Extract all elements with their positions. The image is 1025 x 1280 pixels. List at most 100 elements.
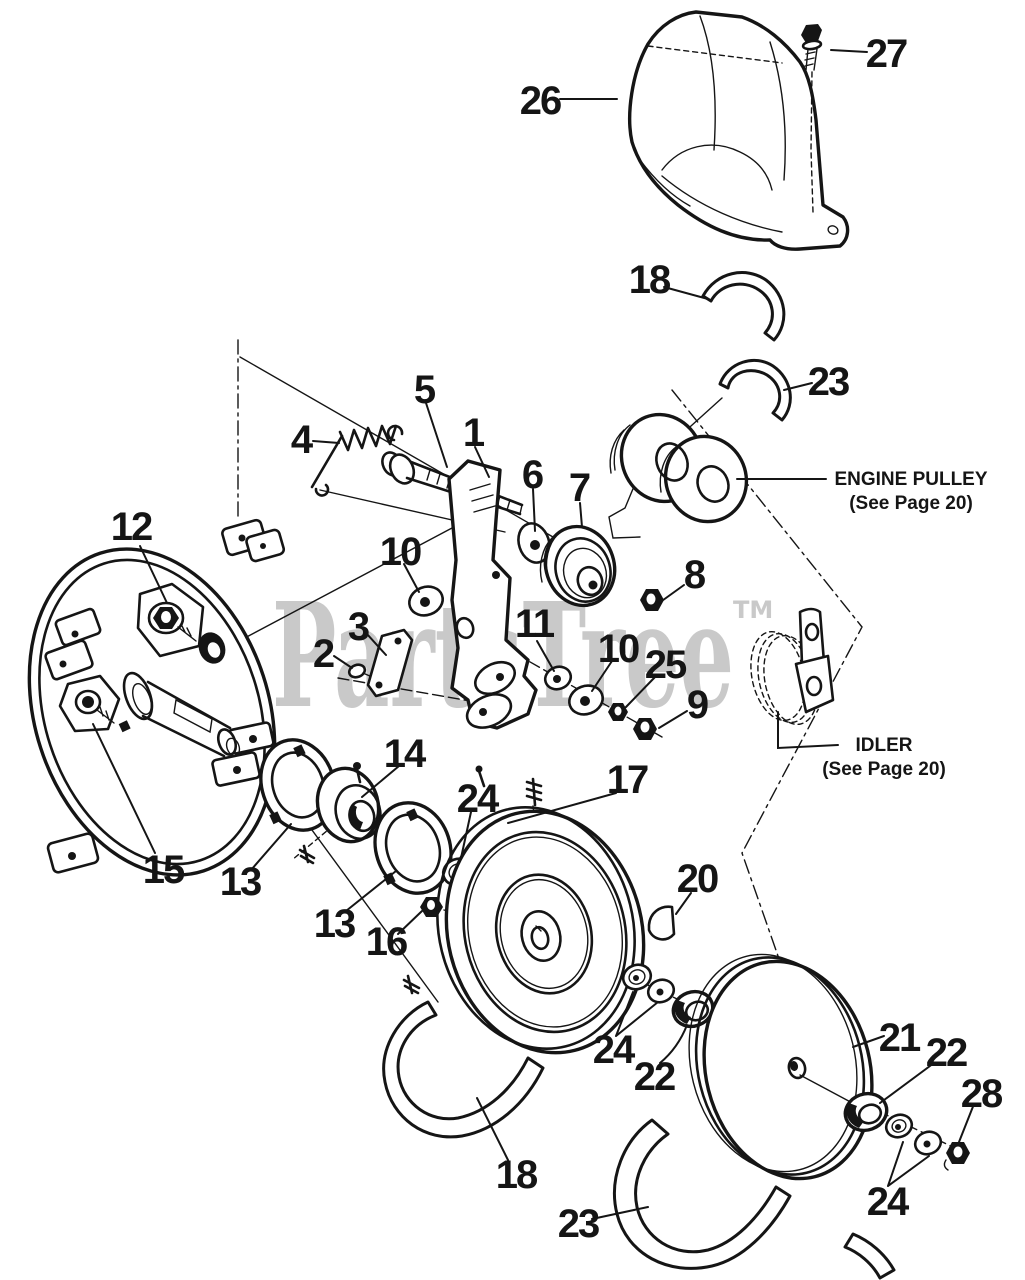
callout-18a: 18 [629, 258, 671, 302]
woodruff-key-20 [647, 905, 676, 941]
bolt-5 [381, 451, 524, 516]
washer-24d [913, 1130, 943, 1156]
nut-9 [633, 718, 657, 740]
leader-10b [591, 660, 613, 692]
leader-25 [625, 675, 657, 708]
leader-24b [615, 991, 659, 1037]
engine-pulley [609, 412, 749, 524]
belt-segment-23-tail [843, 1232, 896, 1280]
back-plate [27, 518, 286, 877]
leader-18-bottom [476, 1097, 509, 1161]
washer-6 [517, 522, 551, 564]
idler-sublabel: (See Page 20) [822, 759, 946, 780]
washer-10a [408, 585, 444, 617]
leader-24a [460, 811, 472, 859]
idler-assembly [750, 607, 835, 726]
spring-4 [310, 424, 404, 497]
callout-20: 20 [677, 857, 718, 901]
callout-23b: 23 [558, 1202, 599, 1246]
plate-tab-top [221, 518, 286, 563]
callout-24c: 24 [867, 1180, 910, 1224]
pulley-7 [539, 524, 617, 608]
belt-segment-18-top [701, 271, 786, 342]
callout-8: 8 [684, 553, 706, 597]
bracket-outline [447, 459, 538, 730]
nut-28 [943, 1142, 970, 1171]
belt-segment-18-bottom [382, 1000, 545, 1139]
leader-16 [397, 910, 423, 935]
leader-15 [92, 723, 156, 854]
leader-5 [425, 402, 448, 468]
leader-6 [532, 488, 536, 532]
callout-17: 17 [607, 758, 648, 802]
callout-3: 3 [348, 605, 369, 649]
callout-21: 21 [879, 1016, 921, 1060]
callout-12: 12 [111, 505, 152, 549]
leader-17 [507, 792, 617, 824]
callout-13b: 13 [314, 902, 355, 946]
set-screw-a [298, 844, 316, 865]
callout-14: 14 [384, 732, 427, 776]
callout-22a: 22 [634, 1055, 675, 1099]
belt-segment-23-top [718, 358, 792, 422]
washer-10b [568, 684, 604, 716]
leader-8 [658, 584, 685, 604]
bracket-1 [447, 459, 538, 730]
hub-nut-12 [136, 582, 205, 658]
text-annotations: ENGINE PULLEY (See Page 20) IDLER (See P… [822, 469, 988, 780]
callout-11: 11 [515, 602, 555, 646]
axis-idler-stack [501, 645, 663, 738]
callout-4: 4 [291, 418, 314, 462]
leader-18-top [663, 286, 709, 300]
pin-2 [347, 663, 373, 679]
leader-7 [579, 502, 583, 528]
axis-link-pin [337, 677, 477, 703]
callout-24b: 24 [593, 1028, 636, 1072]
callout-27: 27 [866, 32, 907, 76]
leader-idler [777, 711, 839, 750]
plate-tab-right [211, 721, 275, 787]
plate-tab-left [44, 607, 102, 681]
leader-3 [366, 633, 387, 656]
ring-13b [373, 765, 486, 895]
washer-11 [543, 665, 573, 691]
callout-25: 25 [645, 643, 687, 687]
hub-bearing-14 [315, 762, 382, 844]
set-screw-b [525, 777, 543, 807]
leader-1 [474, 446, 490, 478]
plate-tab-bottom [46, 832, 100, 874]
spindle-15 [58, 674, 121, 733]
engine-pulley-label: ENGINE PULLEY [834, 469, 987, 490]
leader-13a [250, 823, 292, 871]
callout-16: 16 [366, 920, 407, 964]
washer-24b-pair [621, 963, 676, 1004]
callout-2: 2 [313, 632, 334, 676]
nut-25 [608, 703, 628, 721]
leader-23-bottom [591, 1206, 649, 1220]
leader-22a [659, 1024, 688, 1064]
callout-1: 1 [463, 411, 485, 455]
callout-9: 9 [687, 683, 708, 727]
callout-22b: 22 [926, 1031, 967, 1075]
leader-13b [345, 870, 397, 912]
leader-12 [139, 545, 168, 604]
leader-23-top [783, 382, 813, 391]
leader-9 [658, 710, 688, 729]
leader-27 [830, 49, 868, 53]
bearing-22b [843, 1091, 889, 1133]
leader-11 [536, 640, 555, 672]
bolt-27 [801, 24, 823, 213]
belt-cover-26 [628, 10, 850, 251]
disc-21 [688, 953, 874, 1181]
nut-16 [420, 897, 443, 917]
leader-24c [887, 1141, 930, 1187]
pulley-17 [402, 777, 646, 1055]
plate-bushing [198, 632, 226, 664]
callout-10b: 10 [598, 627, 639, 671]
leader-4 [312, 440, 340, 444]
leader-14 [361, 765, 400, 798]
callout-6: 6 [522, 453, 543, 497]
callout-28: 28 [961, 1072, 1003, 1116]
callout-7: 7 [569, 466, 590, 510]
